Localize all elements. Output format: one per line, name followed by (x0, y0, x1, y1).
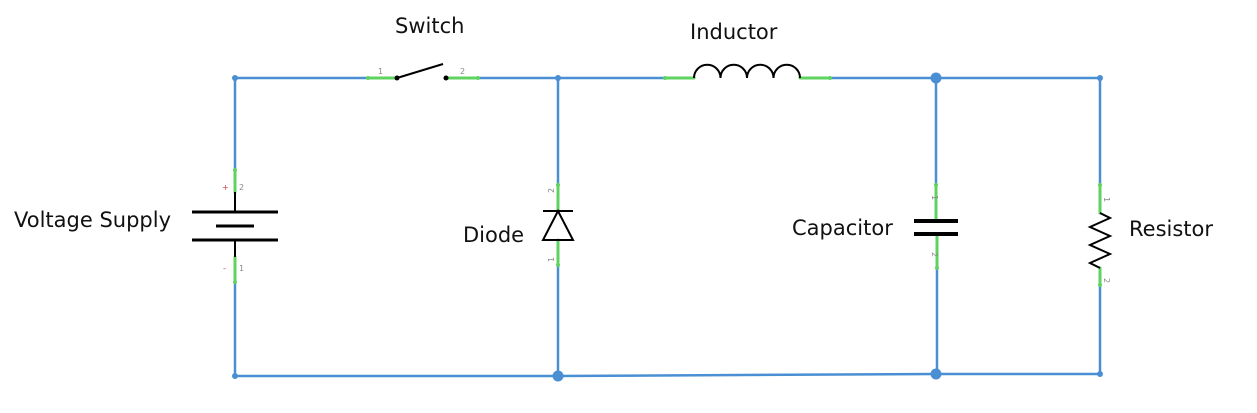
junction-top-capacitor (930, 72, 942, 84)
switch: 1 2 Switch (366, 14, 480, 81)
voltage-supply-label: Voltage Supply (14, 208, 171, 232)
diode: 2 1 Diode (463, 183, 575, 267)
capacitor-label: Capacitor (792, 216, 893, 240)
voltage-supply-pin-bottom: 1 (239, 264, 244, 273)
resistor-zigzag (1087, 212, 1113, 269)
junction-bottom-right (1097, 371, 1103, 377)
capacitor-pin-top: 1 (930, 195, 939, 200)
resistor-pin-bottom: 2 (1102, 278, 1111, 283)
diode-pin-top: 2 (547, 188, 556, 193)
junction-top-right (1097, 75, 1103, 81)
resistor: 1 2 Resistor (1087, 183, 1213, 287)
switch-label: Switch (395, 14, 464, 38)
voltage-supply: + 2 - 1 Voltage Supply (14, 168, 278, 284)
resistor-pin-top: 1 (1102, 197, 1111, 202)
switch-blade (396, 63, 444, 79)
inductor-coil (693, 63, 801, 79)
switch-contact-right (443, 75, 449, 81)
wires (233, 76, 1102, 378)
junction-top-diode (555, 75, 561, 81)
switch-pin-left: 1 (378, 67, 383, 76)
diode-label: Diode (463, 223, 524, 247)
voltage-supply-pin-top: 2 (239, 183, 244, 192)
diode-triangle (541, 208, 575, 241)
switch-pin-right: 2 (460, 67, 465, 76)
capacitor: 1 2 Capacitor (792, 183, 958, 270)
capacitor-pin-bottom: 2 (930, 252, 939, 257)
voltage-supply-plus-sign: + (222, 183, 229, 192)
junction-top-left (232, 75, 238, 81)
resistor-label: Resistor (1129, 217, 1213, 241)
diode-pin-bottom: 1 (547, 257, 556, 262)
junctions (232, 72, 1103, 382)
inductor: Inductor (663, 20, 832, 80)
junction-bottom-capacitor (930, 368, 942, 380)
junction-bottom-left (232, 373, 238, 379)
inductor-label: Inductor (690, 20, 778, 44)
junction-bottom-diode (552, 370, 564, 382)
wire-bottom (233, 372, 1102, 378)
voltage-supply-minus-sign: - (223, 264, 226, 273)
